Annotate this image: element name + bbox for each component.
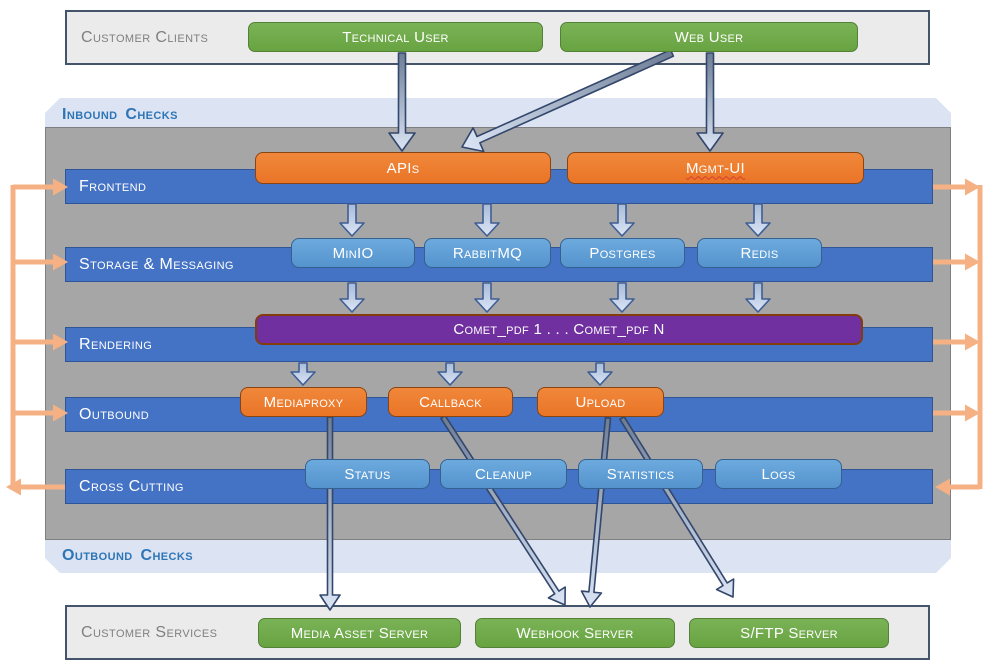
mgmt-ui-label: Mgmt-UI [685, 159, 746, 177]
minio-node: MinIO [291, 238, 415, 268]
cleanup-label: Cleanup [475, 465, 532, 483]
postgres-label: Postgres [589, 244, 656, 262]
upload-label: Upload [575, 393, 626, 411]
mgmt-ui-node: Mgmt-UI [567, 152, 864, 184]
comet-pdf-label: Comet_pdf 1 . . . Comet_pdf N [453, 321, 665, 338]
orange-arrowhead-right [965, 404, 980, 422]
orange-arrowhead-left [6, 478, 21, 496]
webhook-server-node: Webhook Server [475, 618, 675, 648]
mediaproxy-label: Mediaproxy [263, 393, 344, 411]
logs-label: Logs [761, 465, 796, 483]
statistics-node: Statistics [578, 459, 703, 489]
status-node: Status [305, 459, 430, 489]
layer-label: Storage & Messaging [79, 255, 234, 273]
webhook-server-label: Webhook Server [516, 624, 634, 642]
customer-clients-label: Customer Clients [81, 28, 209, 46]
sftp-server-label: S/FTP Server [740, 624, 838, 642]
rabbitmq-label: RabbitMQ [452, 244, 523, 262]
inbound-checks-label: Inbound Checks [62, 106, 178, 123]
media-asset-server-node: Media Asset Server [258, 618, 461, 648]
outbound-checks-label: Outbound Checks [62, 547, 193, 564]
layer-label: Rendering [79, 335, 153, 353]
redis-node: Redis [697, 238, 822, 268]
status-label: Status [344, 465, 391, 483]
layer-label: Outbound [79, 405, 150, 423]
callback-node: Callback [388, 387, 513, 417]
orange-arrowhead-right [965, 178, 980, 196]
postgres-node: Postgres [560, 238, 685, 268]
media-asset-server-label: Media Asset Server [290, 624, 429, 642]
technical-user-node: Technical User [248, 22, 543, 52]
logs-node: Logs [715, 459, 842, 489]
web-user-node: Web User [560, 22, 858, 52]
upload-node: Upload [537, 387, 664, 417]
mediaproxy-node: Mediaproxy [240, 387, 367, 417]
orange-arrowhead-right [965, 333, 980, 351]
statistics-label: Statistics [606, 465, 675, 483]
rabbitmq-node: RabbitMQ [424, 238, 551, 268]
orange-arrowhead-right [965, 253, 980, 271]
cleanup-node: Cleanup [440, 459, 567, 489]
sftp-server-node: S/FTP Server [689, 618, 889, 648]
callback-label: Callback [419, 393, 482, 411]
technical-user-label: Technical User [342, 28, 449, 46]
apis-label: APIs [386, 159, 420, 177]
layer-label: Frontend [79, 177, 147, 195]
minio-label: MinIO [332, 244, 374, 262]
customer-services-label: Customer Services [81, 623, 218, 641]
apis-node: APIs [255, 152, 551, 184]
web-user-label: Web User [674, 28, 744, 46]
redis-label: Redis [740, 244, 779, 262]
comet-pdf-node: Comet_pdf 1 . . . Comet_pdf N [255, 314, 863, 345]
layer-label: Cross Cutting [79, 477, 184, 495]
